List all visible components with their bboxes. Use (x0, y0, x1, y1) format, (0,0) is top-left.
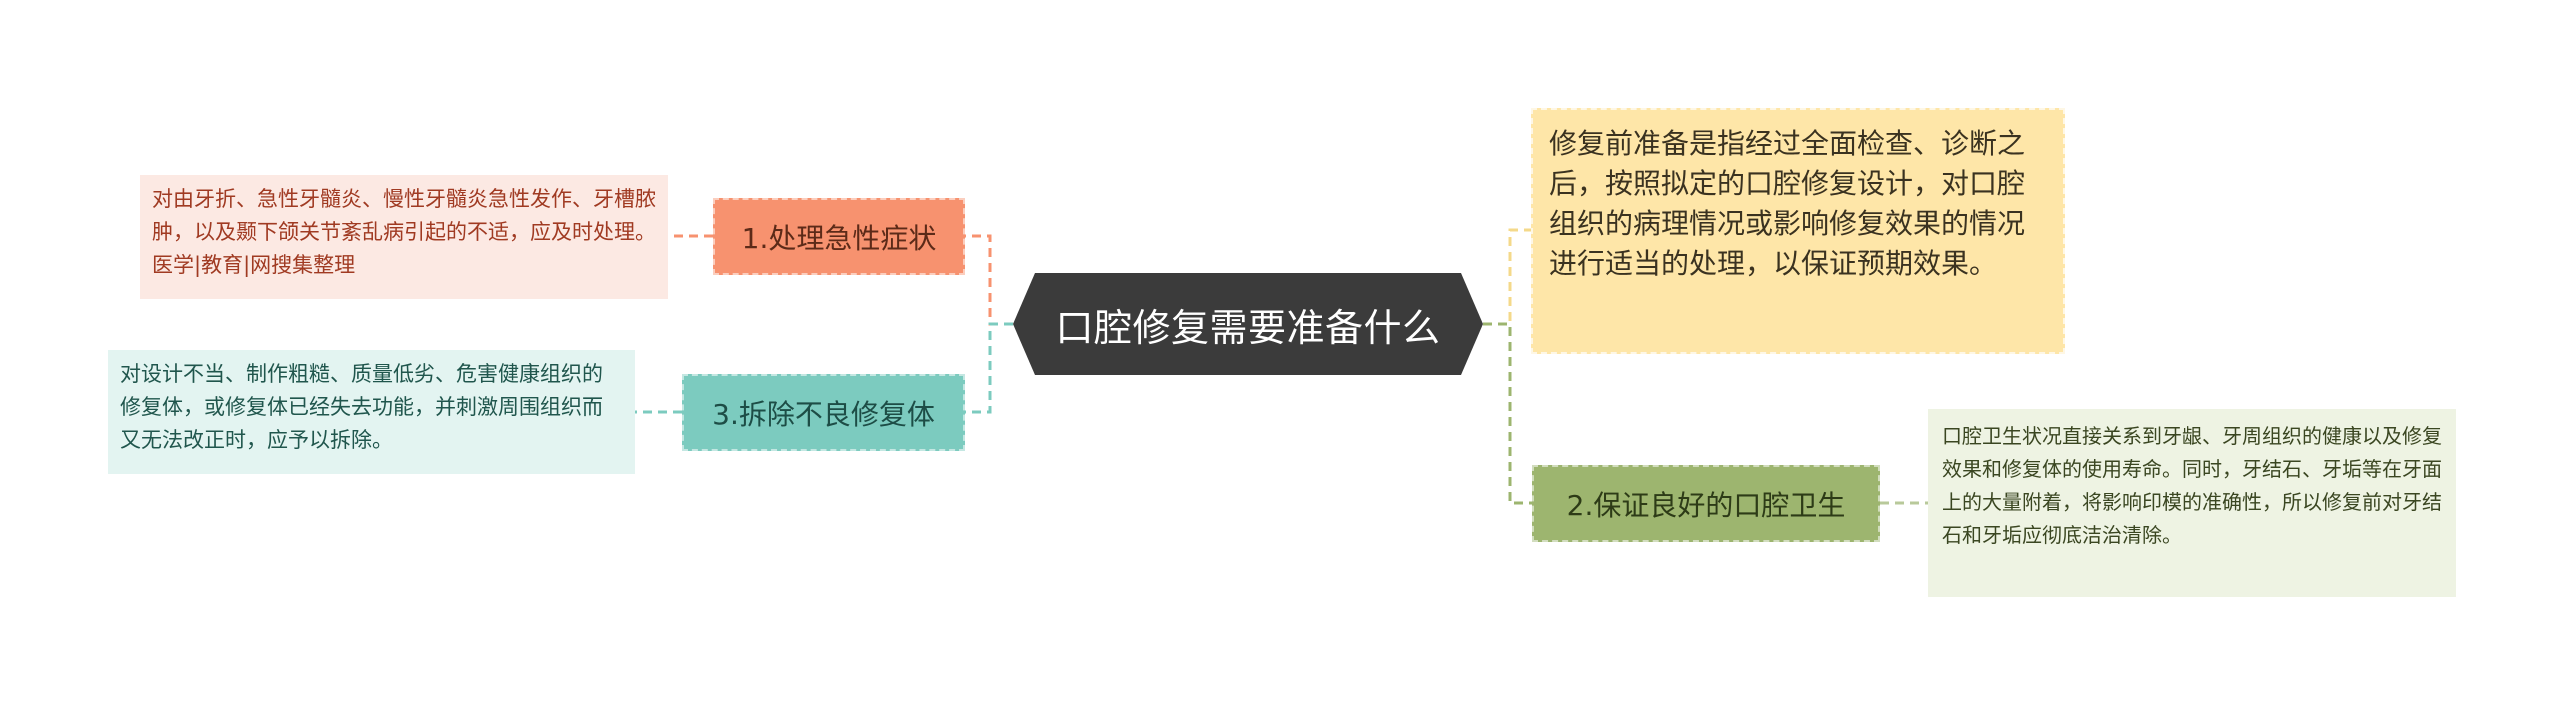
connector-center-to-branch2 (1483, 322, 1532, 505)
leaf-node-1-text: 对由牙折、急性牙髓炎、慢性牙髓炎急性发作、牙槽脓肿，以及颞下颌关节紊乱病引起的不… (152, 187, 656, 277)
intro-node-text: 修复前准备是指经过全面检查、诊断之后，按照拟定的口腔修复设计，对口腔组织的病理情… (1549, 127, 2026, 280)
branch-node-1[interactable]: 1.处理急性症状 (713, 198, 965, 275)
connector-center-to-branch3 (965, 322, 1013, 414)
connector-center-to-branch1 (965, 234, 1013, 326)
branch-node-2-label: 2.保证良好的口腔卫生 (1566, 488, 1846, 522)
branch-node-3-label: 3.拆除不良修复体 (712, 397, 935, 431)
leaf-node-3-text: 对设计不当、制作粗糙、质量低劣、危害健康组织的修复体，或修复体已经失去功能，并刺… (120, 362, 603, 452)
intro-node[interactable]: 修复前准备是指经过全面检查、诊断之后，按照拟定的口腔修复设计，对口腔组织的病理情… (1531, 108, 2065, 354)
leaf-node-3[interactable]: 对设计不当、制作粗糙、质量低劣、危害健康组织的修复体，或修复体已经失去功能，并刺… (108, 350, 635, 474)
central-topic-label: 口腔修复需要准备什么 (1055, 305, 1441, 350)
branch-node-2[interactable]: 2.保证良好的口腔卫生 (1532, 465, 1880, 542)
connector-center-to-intro (1483, 228, 1531, 326)
leaf-node-2-text: 口腔卫生状况直接关系到牙龈、牙周组织的健康以及修复效果和修复体的使用寿命。同时，… (1942, 424, 2442, 547)
central-topic[interactable]: 口腔修复需要准备什么 (1013, 273, 1483, 375)
branch-node-1-label: 1.处理急性症状 (741, 221, 937, 255)
branch-node-3[interactable]: 3.拆除不良修复体 (682, 374, 965, 451)
leaf-node-2[interactable]: 口腔卫生状况直接关系到牙龈、牙周组织的健康以及修复效果和修复体的使用寿命。同时，… (1928, 409, 2456, 597)
leaf-node-1[interactable]: 对由牙折、急性牙髓炎、慢性牙髓炎急性发作、牙槽脓肿，以及颞下颌关节紊乱病引起的不… (140, 175, 668, 299)
